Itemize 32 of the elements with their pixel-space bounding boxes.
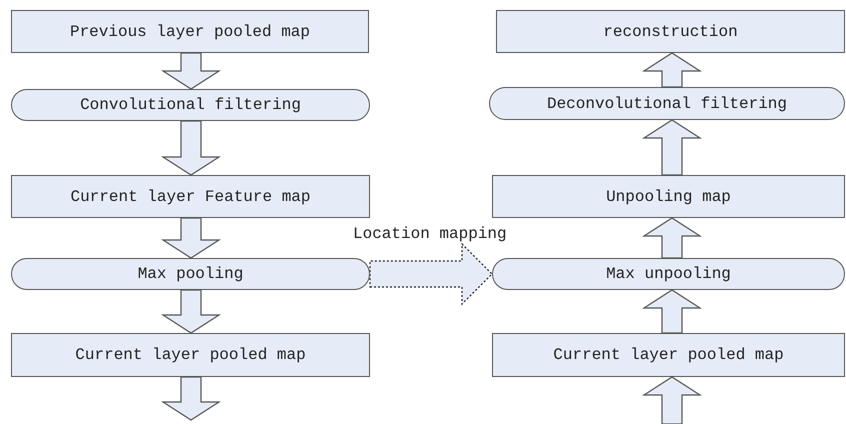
- block-arrow: [160, 289, 222, 334]
- process-box: [492, 333, 845, 377]
- block-arrow: [160, 52, 222, 90]
- process-pill: [11, 258, 370, 290]
- process-pill: [11, 89, 370, 121]
- block-arrow: [160, 217, 222, 259]
- node-label: Max pooling: [138, 265, 244, 283]
- process-box: [11, 333, 370, 377]
- node-label: Deconvolutional filtering: [546, 94, 788, 112]
- node-label: Current layer Feature map: [70, 188, 311, 206]
- block-arrow: [160, 120, 222, 176]
- process-pill: [492, 258, 845, 290]
- node-label: Max unpooling: [606, 265, 731, 283]
- process-pill: [489, 87, 845, 120]
- dotted-block-arrow: [369, 242, 493, 306]
- process-box: [11, 10, 369, 53]
- block-arrow: [642, 119, 702, 176]
- node-label: Convolutional filtering: [80, 96, 301, 114]
- block-arrow: [642, 52, 702, 88]
- node-label: reconstruction: [603, 22, 738, 40]
- node-label: Previous layer pooled map: [70, 22, 310, 40]
- block-arrow: [160, 376, 222, 421]
- process-box: [496, 10, 845, 53]
- process-box: [11, 175, 370, 218]
- node-label: Unpooling map: [606, 188, 731, 206]
- process-box: [492, 175, 845, 218]
- node-label: Current layer pooled map: [75, 346, 306, 364]
- block-arrow: [642, 289, 702, 334]
- block-arrow: [642, 217, 702, 259]
- edge-label: Location mapping: [352, 225, 508, 243]
- block-arrow: [642, 376, 702, 424]
- node-label: Current layer pooled map: [553, 346, 784, 364]
